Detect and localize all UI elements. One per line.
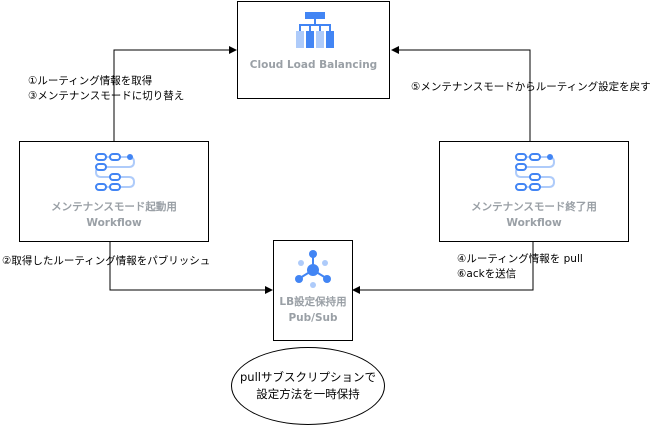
edge-end-to-pubsub bbox=[352, 242, 534, 294]
wf-start-title: メンテナンスモード起動用 bbox=[51, 201, 177, 213]
edge-label-start-to-pubsub: ②取得したルーティング情報をパブリッシュ bbox=[2, 255, 211, 267]
pubsub-icon bbox=[295, 250, 331, 288]
edge-end-to-lb bbox=[391, 46, 531, 141]
workflow-icon bbox=[94, 153, 136, 191]
edge-label-end-to-lb: ⑤メンテナンスモードからルーティング設定を戻す bbox=[411, 81, 651, 93]
note-ellipse[interactable]: pullサブスクリプションで 設定方法を一時保持 bbox=[231, 347, 385, 425]
pubsub-node[interactable]: LB設定保持用 Pub/Sub bbox=[273, 240, 353, 341]
wf-end-title: メンテナンスモード終了用 bbox=[471, 201, 597, 213]
maintenance-end-workflow-node[interactable]: メンテナンスモード終了用 Workflow bbox=[439, 141, 629, 242]
edge-label-start-to-lb-1: ①ルーティング情報を取得 bbox=[28, 75, 153, 87]
cloud-load-balancing-node[interactable]: Cloud Load Balancing bbox=[237, 1, 390, 99]
edge-label-start-to-lb-2: ③メンテナンスモードに切り替え bbox=[28, 90, 185, 102]
edge-start-to-pubsub bbox=[109, 242, 273, 294]
pubsub-subtitle: Pub/Sub bbox=[288, 312, 338, 324]
load-balancer-icon bbox=[296, 12, 334, 48]
edge-label-end-to-pubsub-1: ④ルーティング情報を pull bbox=[457, 253, 583, 265]
maintenance-start-workflow-node[interactable]: メンテナンスモード起動用 Workflow bbox=[19, 141, 209, 242]
pubsub-title: LB設定保持用 bbox=[279, 296, 347, 308]
wf-start-subtitle: Workflow bbox=[86, 217, 142, 229]
note-line-2: 設定方法を一時保持 bbox=[256, 387, 360, 401]
workflow-icon bbox=[514, 153, 556, 191]
edge-label-end-to-pubsub-2: ⑥ackを送信 bbox=[457, 268, 517, 280]
edge-start-to-lb bbox=[113, 46, 237, 141]
wf-end-subtitle: Workflow bbox=[506, 217, 562, 229]
note-line-1: pullサブスクリプションで bbox=[240, 370, 376, 384]
lb-title: Cloud Load Balancing bbox=[249, 59, 378, 71]
